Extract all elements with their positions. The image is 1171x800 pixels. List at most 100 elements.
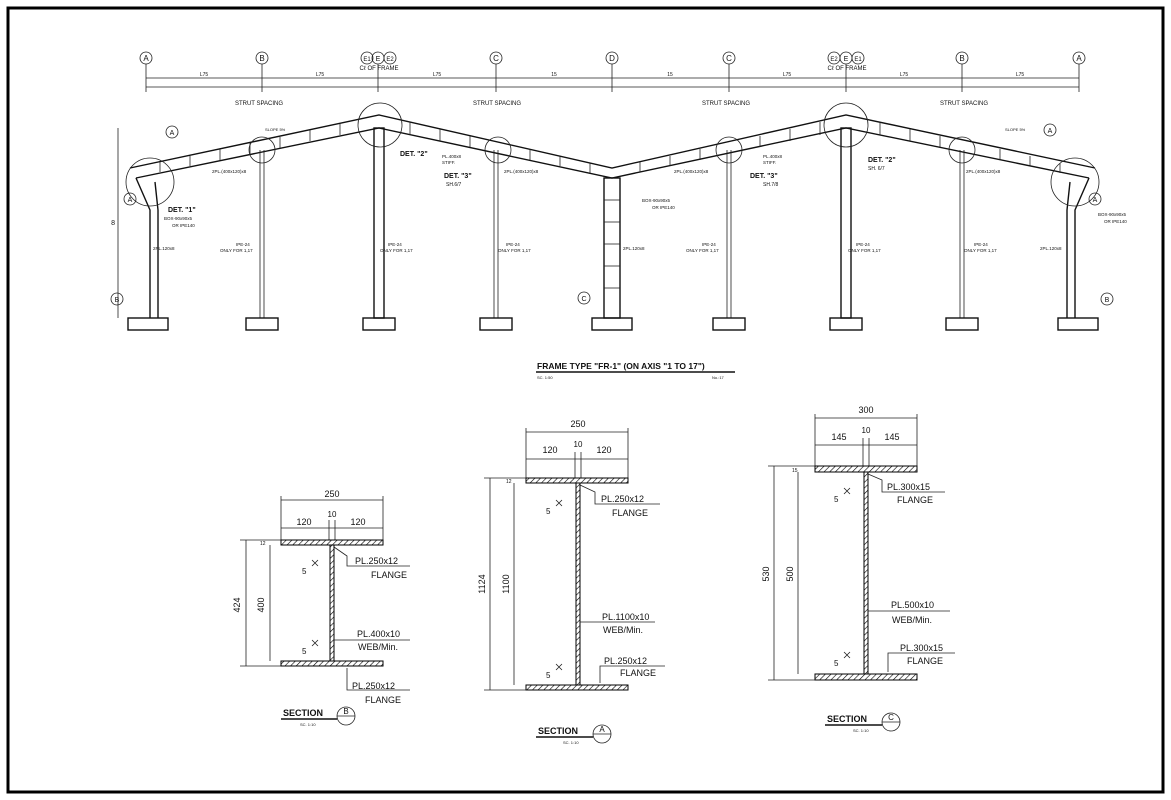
dim-text: 1124 [477,574,487,593]
section-scale: SC. 1:10 [563,740,579,745]
section-c: 300 145 10 145 530 500 15 5 5 PL.300x15 … [761,405,955,733]
dim-text: 120 [542,445,557,455]
dim-text: 145 [884,432,899,442]
weld-icon [555,663,563,671]
section-scale: SC. 1:10 [853,728,869,733]
plate-role: FLANGE [907,656,943,666]
section-mark: A [599,725,605,734]
dim-text: 300 [858,405,873,415]
detail-circles [125,102,1100,207]
member-label: 2PL.(400x120)x8 [212,169,247,174]
member-label: ONLY FOR 1,17 [964,248,997,253]
dim-text: 250 [570,419,585,429]
svg-text:B: B [1105,297,1110,304]
plate-role: FLANGE [620,668,656,678]
plate-role: WEB/Min. [603,625,643,635]
member-label: IPE-24 [974,242,988,247]
member-label: 2PL.(400x120)x8 [504,169,539,174]
sheet-border [6,6,1165,794]
section-title: SECTION [538,726,578,736]
svg-text:E2: E2 [830,57,838,63]
dim-text: 15 [551,72,557,78]
strut-spacing-label: STRUT SPACING [473,101,521,107]
frame-scale: SC. 1:50 [537,375,553,380]
svg-text:C: C [493,54,499,63]
section-scale: SC. 1:10 [300,722,316,727]
svg-text:E1: E1 [854,57,862,63]
dim-text: L75 [433,72,442,78]
weld-icon [311,559,319,567]
member-label: ONLY FOR 1,17 [220,248,253,253]
plate-label: PL.250x12 [352,681,395,691]
detail-ref: SH. 6/7 [868,166,885,172]
dim-text: L75 [900,72,909,78]
dim-text: 424 [232,597,242,612]
section-title: SECTION [827,714,867,724]
detail-label: DET. "2" [868,157,896,164]
member-label: IPE-24 [388,242,402,247]
dim-text: 250 [324,489,339,499]
grid-bubble: E1 [360,51,374,65]
bottom-flange [525,684,629,691]
dim-text: L75 [1016,72,1025,78]
member-label: ONLY FOR 1,17 [498,248,531,253]
svg-text:E: E [844,56,849,63]
weld-icon [555,499,563,507]
detail-ref: SH.6/7 [446,182,462,188]
member-label: 2PL.120x8 [153,246,175,251]
grid-bubble: E1 [851,51,865,65]
detail-label: DET. "3" [444,173,472,180]
plate-label: PL.1100x10 [602,612,649,622]
plate-label: PL.400x10 [357,629,400,639]
member-label: IPE-24 [506,242,520,247]
weld-size: 5 [834,495,839,504]
member-label: 2PL.120x8 [1040,246,1062,251]
plate-role: WEB/Min. [358,642,398,652]
member-label: 2PL.(400x120)x8 [674,169,709,174]
height-dim-text: 8 [111,220,115,227]
dim-text: L75 [316,72,325,78]
section-marker: B [1100,292,1114,306]
plate-role: FLANGE [371,570,407,580]
grid-bubble: E2 [383,51,397,65]
plate-label: PL.250x12 [604,656,647,666]
detail-label: DET. "1" [168,207,196,214]
dim-text: 145 [831,432,846,442]
dim-text: L75 [783,72,792,78]
dim-text: 530 [761,566,771,581]
member-label: STIFF. [763,160,776,165]
svg-text:D: D [609,54,615,63]
grid-axes: A B E1 E E2 C D C E2 E E1 B A [139,51,1086,65]
section-marker: B [110,292,124,306]
member-label: BOX-90x90x5 [1098,212,1127,217]
detail-label: DET. "3" [750,173,778,180]
plate-label: PL.300x15 [887,482,930,492]
grid-bubble: E2 [827,51,841,65]
dim-text: 10 [862,426,871,435]
top-dimension-chain: L75 L75 L75 15 15 L75 L75 L75 [145,64,1080,92]
svg-text:E2: E2 [386,57,394,63]
member-label: STIFF. [442,160,455,165]
web [863,471,869,675]
section-marker: C [577,291,591,305]
dim-text: 15 [667,72,673,78]
ipe-columns [259,150,965,318]
edge-columns [135,127,1090,319]
plate-label: PL.250x12 [601,494,644,504]
member-label: BOX-90x90x5 [164,216,193,221]
centerline-label: Cℓ OF FRAME [828,65,867,72]
grid-bubble: E [371,51,385,65]
section-marker: A [123,192,137,206]
dim-text: 120 [296,517,311,527]
bottom-flange [280,660,384,667]
section-a: 250 120 10 120 1124 1100 12 5 5 PL.250x1… [477,419,665,745]
svg-text:A: A [170,130,175,137]
strut-spacing-label: STRUT SPACING [702,101,750,107]
svg-text:B: B [115,297,120,304]
svg-text:A: A [1093,197,1098,204]
grid-bubble: C [722,51,736,65]
member-label: ONLY FOR 1,17 [380,248,413,253]
grid-bubble: E [839,51,853,65]
member-label: 2PL.120x8 [623,246,645,251]
dim-text: 120 [596,445,611,455]
